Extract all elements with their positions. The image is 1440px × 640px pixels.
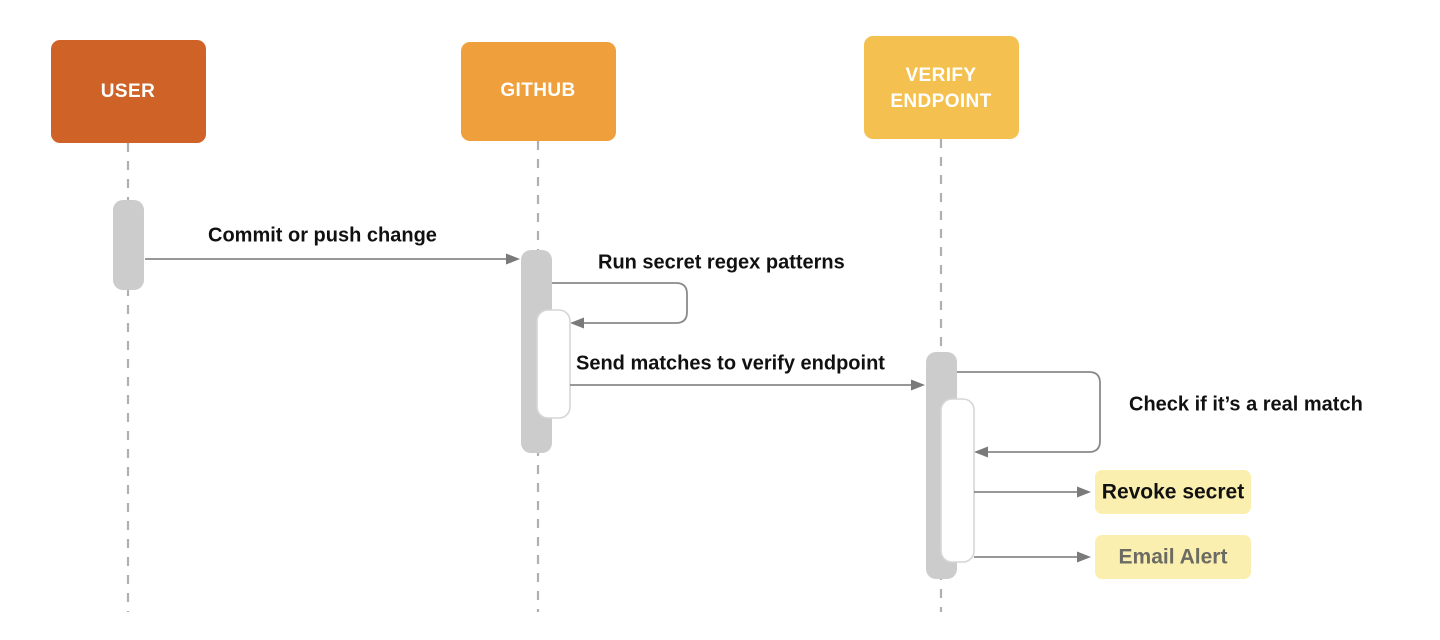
note-revoke-secret[interactable]: Revoke secret: [1095, 470, 1251, 514]
participant-box-github[interactable]: [461, 42, 616, 141]
note-box-revoke-secret[interactable]: [1095, 470, 1251, 514]
note-email-alert[interactable]: Email Alert: [1095, 535, 1251, 579]
message-label-m4: Check if it’s a real match: [1129, 393, 1363, 415]
participant-label-verify-line1: VERIFY: [905, 65, 976, 86]
arrow-head-m2: [570, 317, 584, 329]
nested-activation-verify: [940, 398, 975, 563]
arrow-head-m3: [911, 379, 925, 391]
nested-activation-github: [536, 309, 571, 419]
arrow-head-n2: [1077, 551, 1091, 563]
note-label-email-alert: Email Alert: [1119, 546, 1228, 569]
message-run-secret-regex-patterns[interactable]: Run secret regex patterns: [552, 251, 845, 329]
message-check-if-real-match[interactable]: Check if it’s a real match: [957, 371, 1363, 458]
message-label-m2: Run secret regex patterns: [598, 251, 845, 273]
message-send-matches-to-verify-endpoint[interactable]: Send matches to verify endpoint: [570, 352, 925, 391]
message-label-m1: Commit or push change: [208, 224, 437, 246]
participant-box-verify[interactable]: [864, 36, 1019, 139]
arrow-head-n1: [1077, 486, 1091, 498]
participant-label-verify-line2: ENDPOINT: [890, 91, 991, 112]
arrow-head-m1: [506, 253, 520, 265]
participant-label-github: GITHUB: [500, 80, 575, 101]
participant-verify[interactable]: VERIFY ENDPOINT: [864, 36, 1019, 139]
arrow-head-m4: [974, 446, 988, 458]
message-path-m4: [957, 371, 1101, 453]
note-arrow-revoke-secret: [974, 486, 1091, 498]
message-commit-or-push-change[interactable]: Commit or push change: [145, 224, 520, 265]
participant-github[interactable]: GITHUB: [461, 42, 616, 141]
participant-label-user: USER: [101, 81, 155, 102]
message-path-m2: [552, 282, 688, 324]
note-box-email-alert[interactable]: [1095, 535, 1251, 579]
note-label-revoke-secret: Revoke secret: [1102, 481, 1244, 504]
participant-box-user[interactable]: [51, 40, 206, 143]
message-label-m3: Send matches to verify endpoint: [576, 352, 885, 374]
activation-bar-user: [113, 200, 144, 290]
note-arrow-email-alert: [974, 551, 1091, 563]
participant-user[interactable]: USER: [51, 40, 206, 143]
